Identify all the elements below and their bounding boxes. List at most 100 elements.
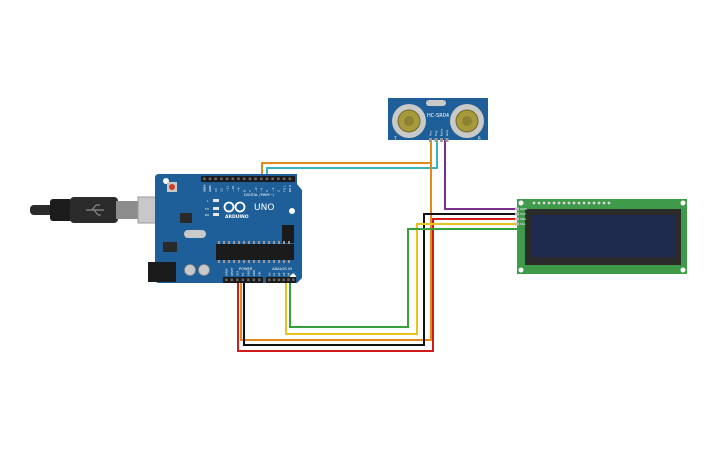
led-l	[213, 199, 219, 202]
analog-label: ANALOG IN	[272, 267, 292, 271]
analog-pin-hole	[277, 278, 281, 282]
led-rx-label: RX	[205, 213, 209, 217]
digital-pin-label: ~3	[271, 187, 275, 192]
capacitor	[184, 264, 196, 276]
transmitter-icon	[392, 104, 426, 138]
digital-pin-hole	[214, 177, 217, 181]
analog-pin-hole	[287, 278, 290, 282]
lcd-pin-label: GND	[520, 207, 528, 211]
arduino-brand-label: ARDUINO	[225, 214, 249, 220]
lcd-top-pin	[532, 201, 536, 205]
lcd-top-pin	[537, 201, 541, 205]
lcd-pin	[515, 212, 519, 216]
digital-pin-hole	[220, 177, 223, 181]
digital-pin-hole	[282, 177, 286, 181]
lcd-pin-label: SDA	[520, 217, 527, 221]
digital-pin-label: 13	[214, 188, 218, 192]
digital-pin-label: 7	[248, 190, 252, 192]
power-pin-label: VIN	[257, 271, 261, 276]
power-pin-label: IOREF	[224, 268, 228, 276]
lcd-top-pin	[542, 201, 546, 205]
wire-yellow-sda	[285, 223, 517, 335]
lcd-top-pin	[582, 201, 586, 205]
analog-pin-label: A4	[287, 272, 291, 276]
sensor-pin	[429, 138, 432, 142]
digital-pin-label: TX 1	[282, 185, 286, 193]
sensor-pin-label: Echo	[440, 129, 444, 136]
analog-pin-hole	[272, 278, 276, 282]
analog-pin-label: A5	[291, 272, 295, 276]
wires	[237, 140, 517, 352]
usb-cable	[30, 196, 175, 224]
wire-orange-vcc	[240, 163, 432, 341]
led-tx	[213, 207, 219, 210]
lcd-top-pin	[562, 201, 566, 205]
lcd-screen	[531, 215, 675, 257]
power-pin-label: 3V3	[235, 271, 239, 276]
digital-pin-holes	[203, 177, 292, 181]
capacitor	[198, 264, 210, 276]
digital-pin-hole	[265, 177, 269, 181]
wire-purple-gnd	[444, 140, 517, 210]
lcd-top-pin	[592, 201, 596, 205]
digital-pin-hole	[254, 177, 257, 181]
digital-pin-label: ~5	[260, 187, 264, 192]
power-pin-hole	[236, 278, 239, 282]
sensor-model-label: HC-SR04	[427, 113, 449, 119]
sensor-pins	[429, 138, 449, 142]
atmega-chip	[216, 244, 294, 260]
wire-red-5v	[237, 218, 517, 352]
sensor-pin	[445, 138, 449, 142]
lcd-top-pin	[597, 201, 601, 205]
power-pin-holes	[225, 278, 261, 282]
digital-pin-label: ~9	[237, 187, 241, 192]
digital-pin-hole	[203, 177, 206, 181]
digital-pin-hole	[248, 177, 252, 181]
digital-pin-label: RX 0	[288, 185, 292, 192]
digital-pin-label: 2	[277, 190, 281, 192]
digital-header	[201, 176, 295, 182]
power-pin-label: 5V	[241, 272, 245, 276]
digital-pin-label: ~11	[225, 186, 229, 192]
digital-pin-label: GND	[208, 184, 212, 192]
wire-black-gnd	[243, 213, 517, 346]
sensor-pin-label: Trig	[434, 131, 438, 137]
arduino-model-label: UNO	[254, 203, 274, 213]
digital-pin-hole	[237, 177, 240, 181]
lcd-pin-label: VCC	[520, 212, 526, 216]
led-tx-label: TX	[204, 207, 209, 211]
receiver-icon	[450, 104, 484, 138]
digital-pin-hole	[231, 177, 235, 181]
sensor-pin-label: Gnd	[445, 130, 449, 136]
wire-orange-trig	[261, 140, 432, 179]
sensor-mark-right: R	[478, 136, 481, 141]
power-pin-hole	[230, 278, 234, 282]
led-rx	[213, 213, 219, 216]
analog-pin-label: A3	[282, 272, 286, 276]
power-pin-label: GND	[246, 270, 250, 276]
power-jack	[148, 262, 176, 282]
lcd-pin	[515, 207, 519, 211]
analog-pin-label: A0	[267, 272, 271, 276]
sensor-pin-label: Vcc	[429, 130, 433, 136]
digital-pin-label: ~6	[254, 187, 258, 192]
digital-pin-hole	[271, 177, 274, 181]
analog-pin-hole	[292, 278, 295, 282]
lcd-top-pin	[552, 201, 556, 205]
power-label: POWER	[239, 267, 253, 271]
digital-pin-hole	[260, 177, 263, 181]
analog-pin-label: A2	[277, 272, 281, 276]
led-l-label: L	[207, 199, 209, 203]
digital-pin-hole	[242, 177, 246, 181]
lcd-top-pin-row	[532, 201, 611, 205]
digital-pin-label: AREF	[203, 184, 207, 192]
lcd-top-pin	[567, 201, 571, 205]
sensor-pin	[440, 138, 443, 142]
digital-pin-label: 4	[265, 190, 269, 192]
lcd-top-pin	[587, 201, 591, 205]
